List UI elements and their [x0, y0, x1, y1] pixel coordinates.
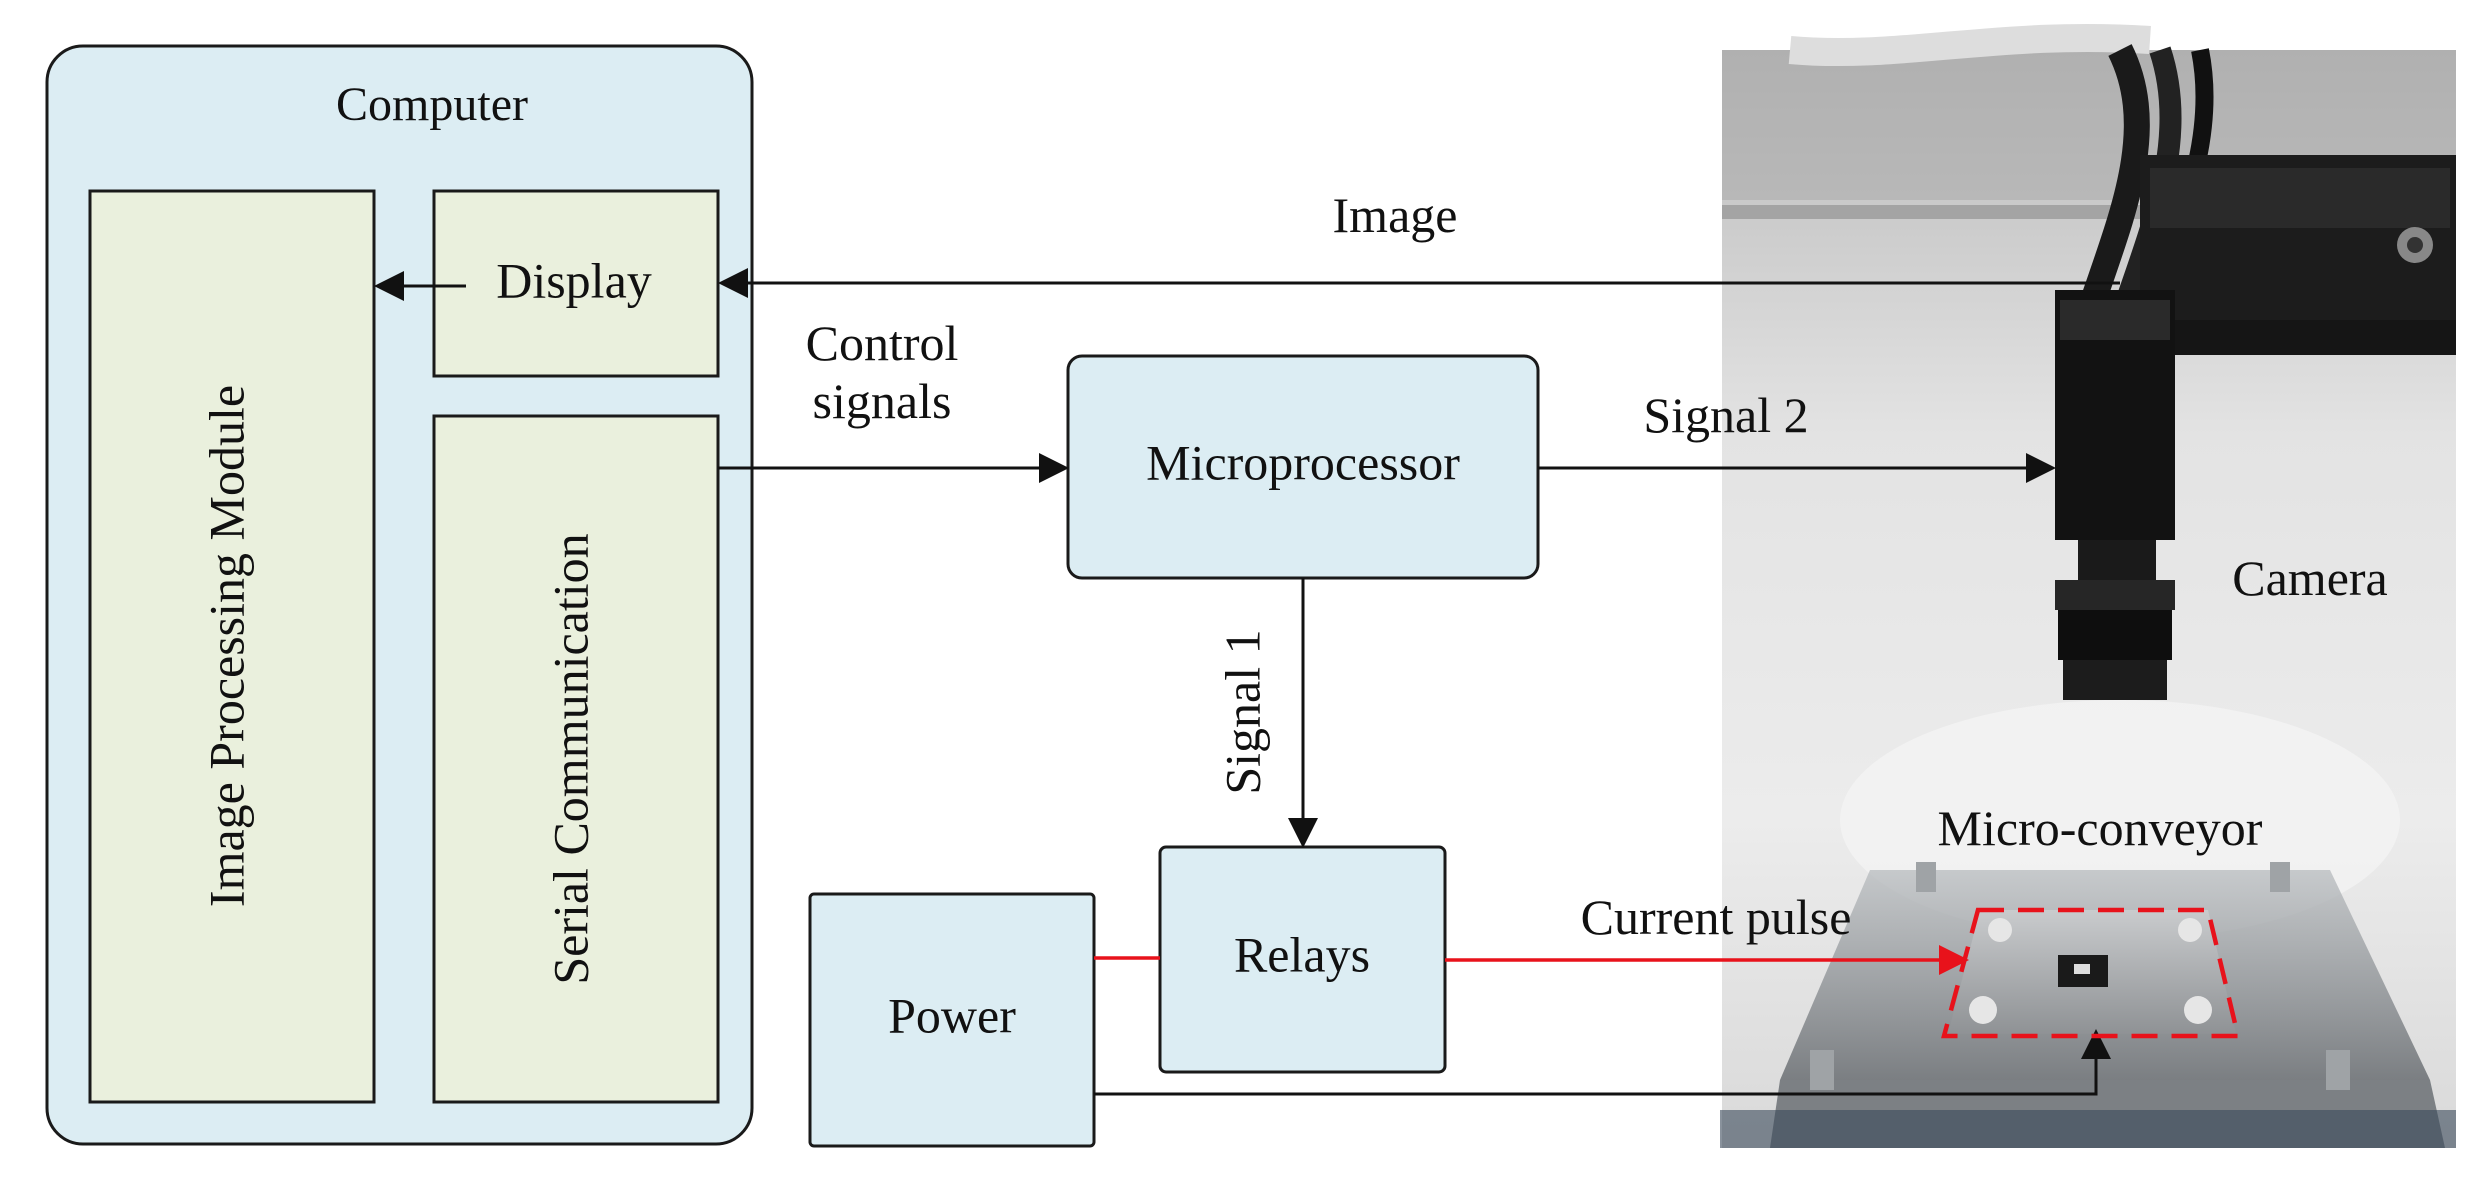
micro-conveyor-highlight: [1941, 907, 2241, 1039]
control-signals-label-line1: Control: [806, 315, 959, 371]
display-label: Display: [496, 252, 652, 308]
camera-label: Camera: [2232, 550, 2387, 606]
current-pulse-label: Current pulse: [1581, 889, 1852, 945]
power-label: Power: [888, 987, 1016, 1043]
microprocessor-block: Microprocessor: [1066, 354, 1540, 580]
camera-photo: [1720, 23, 2456, 1148]
control-signals-label-line2: signals: [813, 373, 952, 429]
serial-communication-module: Serial Communication: [432, 414, 720, 1104]
display-module: Display: [432, 189, 720, 378]
power-block: Power: [808, 892, 1096, 1148]
image-processing-module: Image Processing Module: [88, 189, 376, 1104]
computer-title: Computer: [336, 78, 528, 131]
micro-conveyor-label: Micro-conveyor: [1938, 800, 2263, 856]
signal-1-label: Signal 1: [1214, 629, 1270, 794]
relays-block: Relays: [1158, 845, 1447, 1074]
power-to-conveyor-arrow: [1094, 1029, 2111, 1096]
relays-label: Relays: [1234, 926, 1370, 982]
image-processing-label: Image Processing Module: [198, 385, 254, 907]
image-label: Image: [1333, 187, 1458, 243]
serial-communication-label: Serial Communication: [542, 533, 598, 984]
microprocessor-label: Microprocessor: [1146, 434, 1460, 490]
signal-2-label: Signal 2: [1643, 387, 1808, 443]
